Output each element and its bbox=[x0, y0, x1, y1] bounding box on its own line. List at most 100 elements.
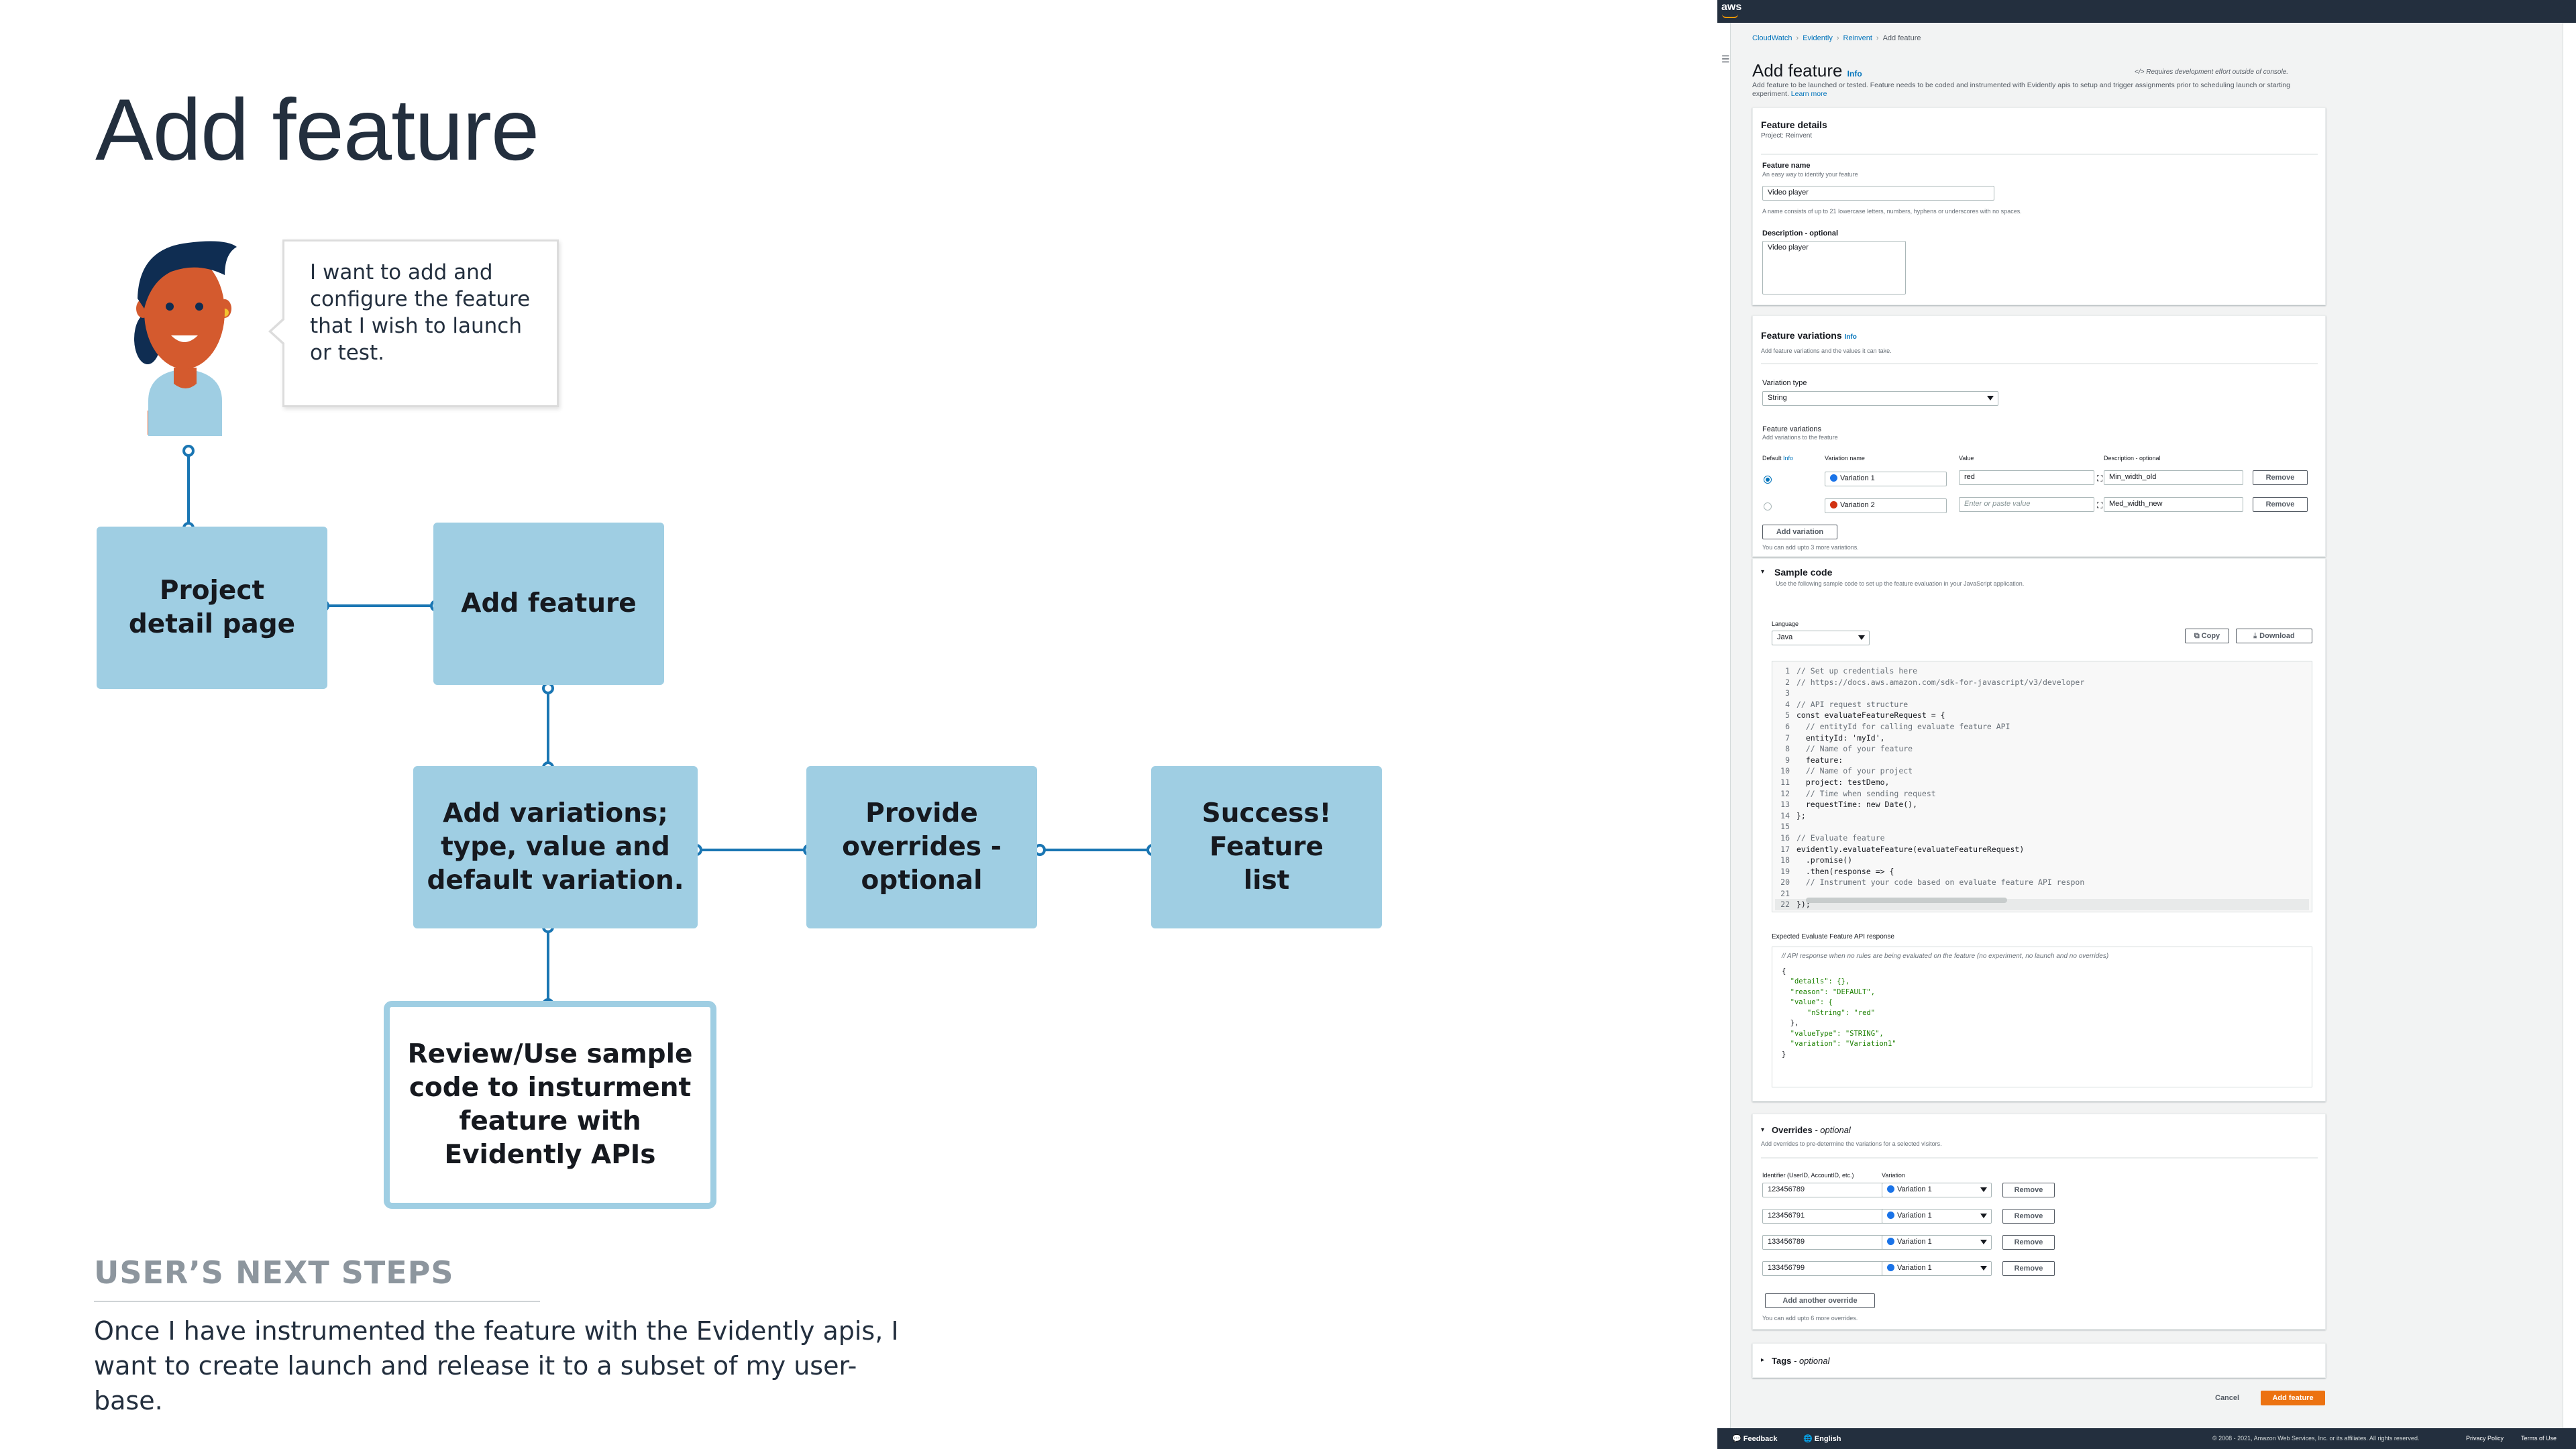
override-variation-select[interactable]: Variation 1 bbox=[1882, 1209, 1992, 1224]
variation-name-input[interactable]: Variation 1 bbox=[1825, 472, 1947, 486]
divider bbox=[1761, 154, 2318, 155]
breadcrumb-cloudwatch[interactable]: CloudWatch bbox=[1752, 34, 1792, 42]
code-text: // Evaluate feature bbox=[1796, 833, 1885, 843]
caret-right-icon[interactable]: ▸ bbox=[1761, 1356, 1765, 1364]
remove-override-button[interactable]: Remove bbox=[2002, 1235, 2055, 1250]
info-link[interactable]: Info bbox=[1844, 333, 1857, 341]
override-variation-select[interactable]: Variation 1 bbox=[1882, 1261, 1992, 1276]
divider bbox=[1761, 363, 2318, 364]
variation-description-input[interactable]: Min_width_old bbox=[2104, 470, 2243, 485]
breadcrumb: CloudWatch› Evidently› Reinvent› Add fea… bbox=[1752, 34, 1921, 42]
feedback-icon: 💬 bbox=[1732, 1435, 1741, 1443]
code-line: 21 bbox=[1775, 888, 2309, 900]
caret-down-icon[interactable]: ▾ bbox=[1761, 568, 1765, 576]
feature-variations-panel: Feature variations Info Add feature vari… bbox=[1752, 315, 2326, 557]
variation-name-input[interactable]: Variation 2 bbox=[1825, 498, 1947, 513]
add-feature-submit-button[interactable]: Add feature bbox=[2261, 1391, 2325, 1405]
overrides-header[interactable]: Overrides - optional bbox=[1772, 1125, 1851, 1135]
code-scrollbar[interactable] bbox=[1806, 898, 2007, 903]
info-link[interactable]: Info bbox=[1783, 455, 1794, 462]
remove-override-button[interactable]: Remove bbox=[2002, 1209, 2055, 1224]
line-number: 1 bbox=[1785, 666, 1790, 676]
cancel-button[interactable]: Cancel bbox=[2215, 1394, 2240, 1402]
learn-more-link[interactable]: Learn more bbox=[1790, 90, 1827, 98]
variation-type-select[interactable]: String bbox=[1762, 391, 1998, 406]
tags-title: Tags bbox=[1772, 1356, 1792, 1366]
language-link[interactable]: 🌐 English bbox=[1803, 1434, 1841, 1443]
node-project-detail-page: Project detail page bbox=[97, 527, 327, 689]
node-success-feature-list: Success! Feature list bbox=[1151, 766, 1382, 928]
variation-value-input[interactable]: red bbox=[1959, 470, 2094, 485]
code-text: project: testDemo, bbox=[1796, 777, 1890, 787]
remove-variation-button[interactable]: Remove bbox=[2253, 497, 2308, 512]
line-number: 18 bbox=[1780, 855, 1790, 865]
language-select[interactable]: Java bbox=[1772, 631, 1870, 645]
feedback-label: Feedback bbox=[1743, 1435, 1778, 1443]
slide-title: Add feature bbox=[95, 80, 539, 178]
response-lines: { "details": {}, "reason": "DEFAULT", "v… bbox=[1782, 967, 2302, 1061]
remove-variation-button[interactable]: Remove bbox=[2253, 470, 2308, 485]
language-value: Java bbox=[1777, 633, 1793, 641]
variation-value-input-empty[interactable]: Enter or paste value bbox=[1959, 497, 2094, 512]
line-number: 15 bbox=[1780, 822, 1790, 832]
copy-button[interactable]: ⧉Copy bbox=[2185, 629, 2229, 643]
line-number: 19 bbox=[1780, 866, 1790, 876]
feedback-link[interactable]: 💬 Feedback bbox=[1732, 1434, 1778, 1443]
breadcrumb-project[interactable]: Reinvent bbox=[1843, 34, 1872, 42]
download-button[interactable]: ⤓Download bbox=[2236, 629, 2312, 643]
default-radio[interactable] bbox=[1764, 502, 1772, 511]
expand-editor-icon[interactable]: ⛶ bbox=[2097, 474, 2103, 483]
caret-down-icon[interactable]: ▾ bbox=[1761, 1126, 1765, 1134]
right-rail: i bbox=[2563, 23, 2576, 1440]
speech-bubble-text: I want to add and configure the feature … bbox=[310, 260, 531, 365]
variation-color-dot bbox=[1887, 1185, 1894, 1193]
line-number: 11 bbox=[1780, 777, 1790, 787]
remove-override-button[interactable]: Remove bbox=[2002, 1261, 2055, 1276]
feature-name-input[interactable]: Video player bbox=[1762, 186, 1994, 201]
line-number: 9 bbox=[1785, 755, 1790, 765]
menu-icon[interactable]: ☰ bbox=[1721, 54, 1730, 64]
variation-color-dot bbox=[1830, 501, 1837, 508]
variation-color-dot bbox=[1887, 1264, 1894, 1271]
sample-code-hint: Use the following sample code to set up … bbox=[1776, 580, 2025, 587]
default-radio-selected[interactable] bbox=[1764, 476, 1772, 484]
variation-color-dot bbox=[1887, 1212, 1894, 1219]
download-icon: ⤓ bbox=[2253, 631, 2257, 640]
line-number: 4 bbox=[1785, 699, 1790, 709]
feature-variations-header: Feature variations Info bbox=[1761, 330, 1857, 341]
remove-override-button[interactable]: Remove bbox=[2002, 1183, 2055, 1197]
terms-link[interactable]: Terms of Use bbox=[2521, 1435, 2557, 1442]
aws-logo[interactable]: aws bbox=[1721, 1, 1742, 13]
override-variation-select[interactable]: Variation 1 bbox=[1882, 1235, 1992, 1250]
code-line: 11 project: testDemo, bbox=[1775, 777, 2309, 788]
add-variation-button[interactable]: Add variation bbox=[1762, 525, 1837, 539]
code-line: 2// https://docs.aws.amazon.com/sdk-for-… bbox=[1775, 677, 2309, 688]
line-number: 22 bbox=[1780, 900, 1790, 910]
info-link[interactable]: Info bbox=[1847, 69, 1862, 78]
override-variation-select[interactable]: Variation 1 bbox=[1882, 1183, 1992, 1197]
variation-type-value: String bbox=[1768, 394, 1787, 402]
code-text: evidently.evaluateFeature(evaluateFeatur… bbox=[1796, 844, 2025, 854]
response-line: "nString": "red" bbox=[1782, 1008, 1876, 1017]
expand-editor-icon[interactable]: ⛶ bbox=[2097, 500, 2103, 510]
code-text: // Name of your project bbox=[1796, 766, 1913, 776]
sample-code-header[interactable]: Sample code bbox=[1774, 567, 1833, 578]
caret-down-icon bbox=[1858, 635, 1865, 640]
tags-header[interactable]: Tags - optional bbox=[1772, 1356, 1830, 1366]
description-textarea[interactable]: Video player bbox=[1762, 241, 1906, 294]
chevron-right-icon: › bbox=[1796, 34, 1799, 42]
breadcrumb-evidently[interactable]: Evidently bbox=[1803, 34, 1833, 42]
add-override-button[interactable]: Add another override bbox=[1765, 1293, 1875, 1308]
override-variation-value: Variation 1 bbox=[1897, 1264, 1932, 1272]
feature-variations-list-hint: Add variations to the feature bbox=[1762, 434, 1838, 441]
aws-logo-smile-icon bbox=[1722, 14, 1738, 18]
variation-description-input[interactable]: Med_width_new bbox=[2104, 497, 2243, 512]
copy-label: Copy bbox=[2201, 632, 2220, 640]
tags-optional: - optional bbox=[1794, 1356, 1830, 1366]
caret-down-icon bbox=[1980, 1240, 1987, 1244]
feature-name-constraint: A name consists of up to 21 lowercase le… bbox=[1762, 208, 2022, 215]
response-viewer: // API response when no rules are being … bbox=[1772, 947, 2312, 1087]
privacy-link[interactable]: Privacy Policy bbox=[2466, 1435, 2504, 1442]
